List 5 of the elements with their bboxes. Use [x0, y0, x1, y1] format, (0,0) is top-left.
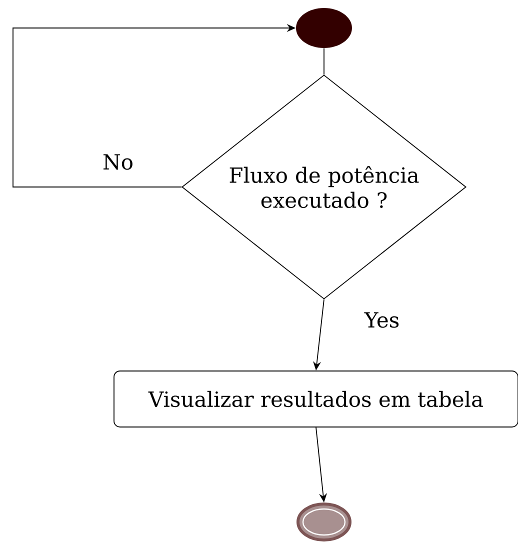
end-node	[296, 502, 352, 542]
edge-label: Yes	[364, 312, 399, 328]
start-node	[296, 8, 352, 48]
process-box: Visualizar resultados em tabela	[114, 370, 518, 428]
edge-label: No	[104, 154, 132, 170]
